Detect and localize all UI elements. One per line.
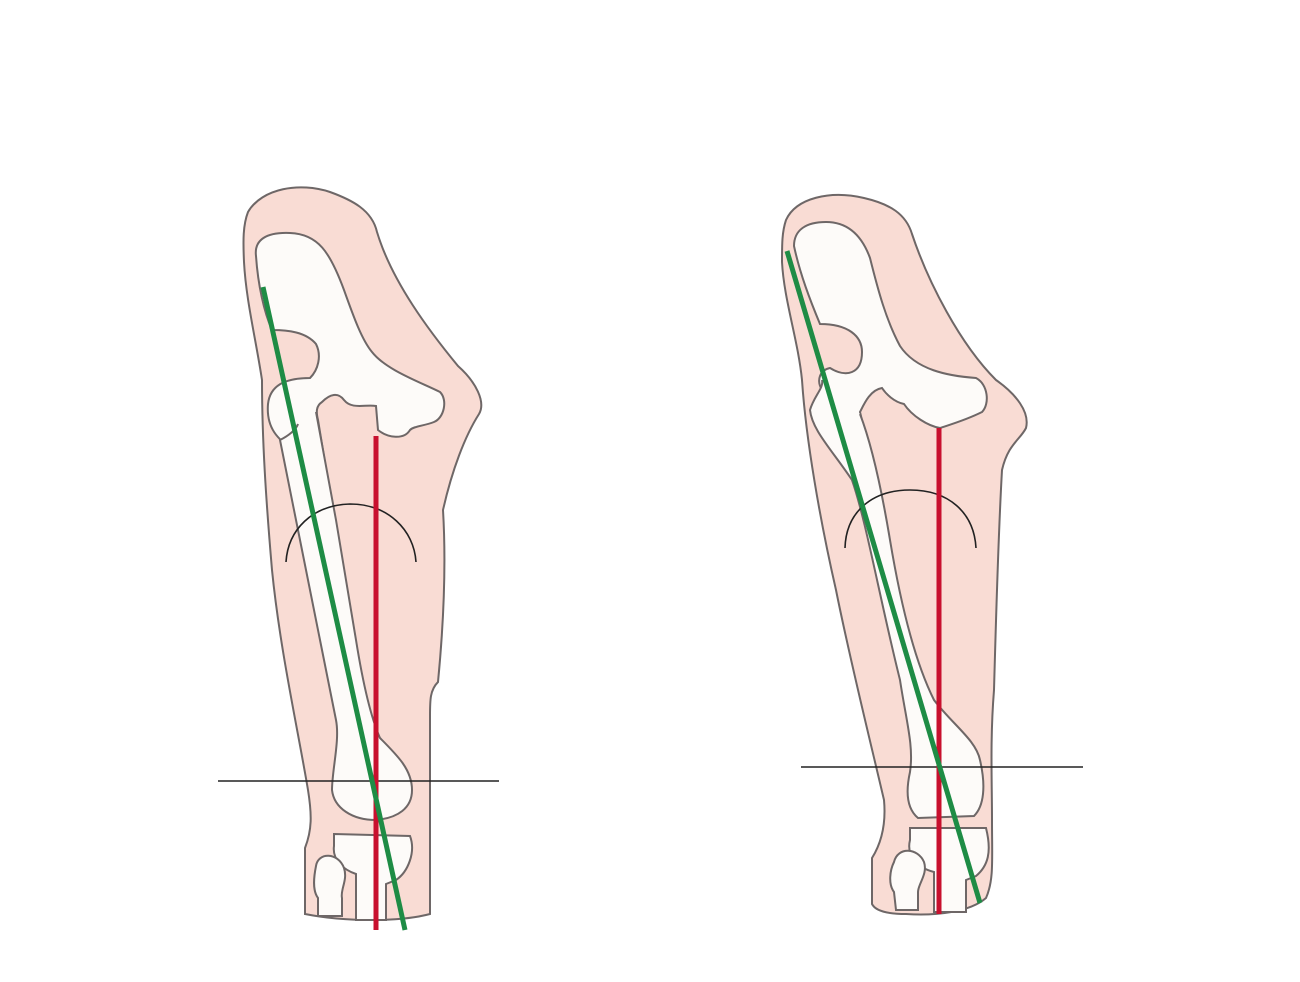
left-limb-panel [218, 186, 499, 931]
right-oblique-axis-line [784, 250, 983, 904]
left-pelvis-bone [254, 231, 446, 602]
left-soft-tissue [242, 186, 483, 921]
left-fibula [313, 854, 347, 917]
left-oblique-axis-line [260, 286, 408, 931]
right-limb-panel [780, 194, 1083, 916]
right-angle-arc [844, 489, 977, 549]
right-fibula [889, 849, 926, 911]
left-angle-arc [285, 503, 417, 563]
